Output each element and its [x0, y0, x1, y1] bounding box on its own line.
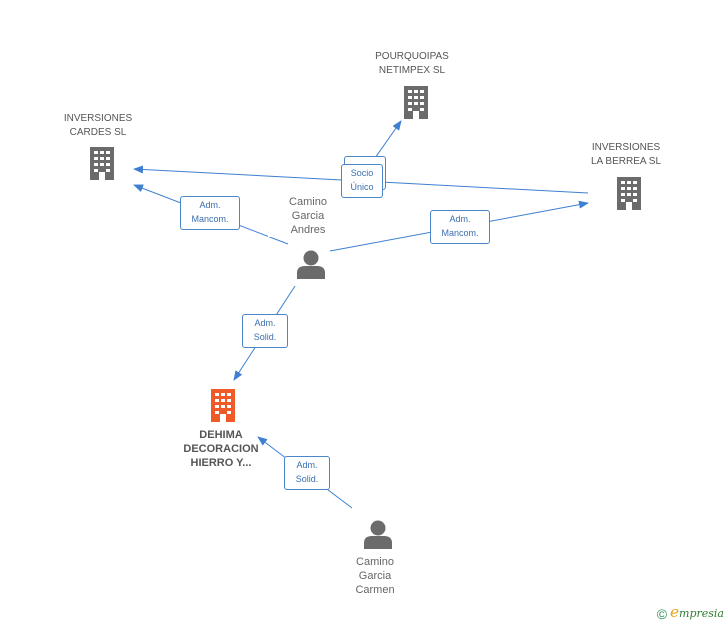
label-line: Garcia	[358, 570, 392, 582]
relation-box-andres-dehima[interactable]: Adm. Solid.	[242, 314, 288, 348]
brand-name: mpresia	[679, 606, 724, 620]
label-line: Camino	[289, 196, 327, 208]
relation-box-andres-berrea[interactable]: Adm. Mancom.	[430, 210, 490, 244]
label-line: HIERRO Y...	[190, 457, 252, 469]
relation-line: Único	[350, 182, 374, 192]
person-icon-andres[interactable]	[296, 250, 326, 279]
node-label-andres[interactable]: Camino Garcia Andres	[268, 195, 348, 237]
label-line: NETIMPEX SL	[378, 65, 446, 76]
building-icon-cardes[interactable]	[86, 147, 118, 180]
node-label-cardes[interactable]: INVERSIONES CARDES SL	[38, 112, 158, 140]
relation-line: Adm.	[449, 214, 471, 224]
node-label-carmen[interactable]: Camino Garcia Carmen	[335, 555, 415, 597]
relation-line: Mancom.	[191, 214, 229, 224]
brand-logo-e: e	[670, 602, 680, 621]
label-line: POURQUOIPAS	[375, 51, 449, 62]
relation-line: Adm.	[254, 318, 276, 328]
relation-box-andres-pourquoipas[interactable]: Socio Único	[341, 164, 383, 198]
relation-box-andres-cardes[interactable]: Adm. Mancom.	[180, 196, 240, 230]
label-line: Carmen	[355, 584, 395, 596]
building-icon-berrea[interactable]	[613, 177, 645, 210]
copyright-symbol: ©	[656, 606, 668, 622]
label-line: Camino	[356, 556, 394, 568]
label-line: Andres	[290, 224, 326, 236]
label-line: DEHIMA	[199, 429, 243, 441]
label-line: INVERSIONES	[591, 142, 661, 153]
node-label-pourquoipas[interactable]: POURQUOIPAS NETIMPEX SL	[352, 50, 472, 78]
label-line: LA BERREA SL	[590, 156, 662, 167]
label-line: CARDES SL	[69, 127, 127, 138]
label-line: Garcia	[291, 210, 325, 222]
relation-line: Solid.	[295, 474, 319, 484]
label-line: INVERSIONES	[63, 113, 133, 124]
person-icon-carmen[interactable]	[363, 520, 393, 549]
node-label-dehima[interactable]: DEHIMA DECORACION HIERRO Y...	[161, 428, 281, 470]
relation-box-carmen-dehima[interactable]: Adm. Solid.	[284, 456, 330, 490]
relation-line: Adm.	[199, 200, 221, 210]
building-icon-pourquoipas[interactable]	[400, 86, 432, 119]
building-icon-dehima[interactable]	[207, 389, 239, 422]
footer-brand[interactable]: © empresia	[657, 603, 724, 622]
relation-line: Adm.	[296, 460, 318, 470]
relation-line: Socio	[350, 168, 374, 178]
label-line: DECORACION	[183, 443, 259, 455]
relation-line: Solid.	[253, 332, 277, 342]
node-label-berrea[interactable]: INVERSIONES LA BERREA SL	[566, 141, 686, 169]
relation-line: Mancom.	[441, 228, 479, 238]
